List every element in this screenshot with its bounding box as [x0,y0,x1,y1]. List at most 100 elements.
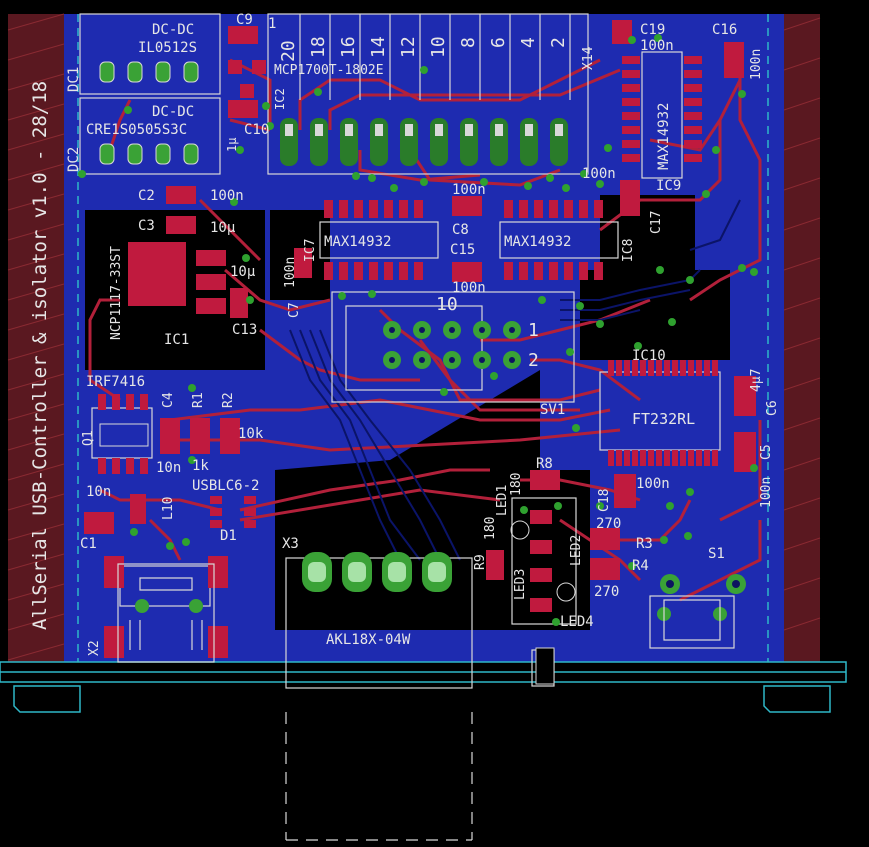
c3-ref: C3 [138,218,155,234]
x3-ref: X3 [282,536,299,552]
ic9-ref: IC9 [656,178,681,194]
r2-ref: R2 [221,392,236,408]
c13-val: 10μ [230,264,256,280]
c19-ref: C19 [640,22,665,38]
through-hole-pads [99,61,746,621]
c10-ref: C10 [244,122,269,138]
q1-body [99,423,149,447]
r1-val: 1k [192,458,209,474]
r9-val: 180 [483,517,498,540]
c13-ref: C13 [232,322,257,338]
x14-pin-18: 18 [308,36,329,58]
r8-val: 180 [509,473,524,496]
sv1-pin1: 1 [528,320,539,341]
r8-ref: R8 [536,456,553,472]
bottom-traces [289,199,741,561]
ic8-part: MAX14932 [504,234,571,250]
c2-val: 100n [210,188,244,204]
ic10-ref: IC10 [632,348,666,364]
sv1-pin10: 10 [436,294,458,315]
enclosure-outline [0,14,847,713]
ic1-part: NCP1117-33ST [109,246,124,340]
left-frame-rail [7,13,65,662]
led2-ref: LED2 [569,535,584,566]
r4-val: 270 [594,584,619,600]
c8-val: 100n [452,182,486,198]
c16-val: 100n [749,49,764,80]
c10-val: 1μ [225,138,239,152]
ic1-ref: IC1 [164,332,189,348]
c6-val: 4μ7 [749,369,764,392]
c9-ref: C9 [236,12,253,28]
silkscreen-lines [79,13,735,841]
x14-pin-8: 8 [458,37,479,48]
c19-val: 100n [640,38,674,54]
c1-ref: C1 [80,536,97,552]
right-frame-rail [783,14,821,662]
c1-val: 10n [86,484,111,500]
dc2-part: CRE1S0505S3C [86,122,187,138]
d1-part: USBLC6-2 [192,478,259,494]
c5-val: 100n [759,477,774,508]
s1-ref: S1 [708,546,725,562]
c4-val: 10n [156,460,181,476]
usb-connector-outline [117,563,721,663]
x14-pin-20: 20 [278,40,299,62]
x14-pin-2: 2 [548,37,569,48]
c17-ref: C17 [649,211,664,234]
dc2-ref: DC2 [66,147,82,172]
ic2-part: MCP1700T-1802E [274,63,384,78]
c17-val: 100n [582,166,616,182]
r3-val: 270 [596,516,621,532]
x14-pin-14: 14 [368,36,389,58]
silkscreen-labels: AllSerial USB-Controller & isolator v1.0… [29,12,780,656]
ic7-ref: IC7 [303,239,318,262]
x14-ref: X14 [581,46,596,70]
dc1-head: DC-DC [152,22,194,38]
ic2-ref: IC2 [273,88,287,110]
q1-part: IRF7416 [86,374,145,390]
dc2-head: DC-DC [152,104,194,120]
c5-ref: C5 [759,444,774,460]
x14-pin-12: 12 [398,36,419,58]
x14-pin1: 1 [268,16,276,32]
x14-pin-10: 10 [428,36,449,58]
dc1-part: IL0512S [138,40,197,56]
r9-ref: R9 [473,554,488,570]
x14-pin-4: 4 [518,37,539,48]
c3-val: 10μ [210,220,236,236]
vias [78,34,758,626]
ic8-ref: IC8 [621,239,636,262]
c18-val: 100n [636,476,670,492]
smd-pads [84,20,756,658]
c15-ref: C15 [450,242,475,258]
r1-ref: R1 [191,392,206,408]
led4-ref: LED4 [560,614,594,630]
sv1-ref: SV1 [540,402,565,418]
x3-part: AKL18X-04W [326,632,411,648]
led-standoff [535,647,555,685]
ic9-part: MAX14932 [656,103,672,170]
board-title: AllSerial USB-Controller & isolator v1.0… [29,81,51,630]
ic7-part: MAX14932 [324,234,391,250]
x14-pin-6: 6 [488,37,509,48]
x14-pin-labels: 20 18 16 14 12 10 8 6 4 2 [278,36,569,62]
c4-ref: C4 [161,392,176,408]
sv1-pin2: 2 [528,350,539,371]
x2-ref: X2 [87,640,102,656]
r2-val: 10k [238,426,264,442]
c8-ref: C8 [452,222,469,238]
l10-ref: L10 [161,497,176,520]
dc1-ref: DC1 [66,67,82,92]
c6-ref: C6 [765,400,780,416]
r4-ref: R4 [632,558,649,574]
r3-ref: R3 [636,536,653,552]
c2-ref: C2 [138,188,155,204]
d1-ref: D1 [220,528,237,544]
c7-ref: C7 [287,302,302,318]
x14-pin-16: 16 [338,36,359,58]
c16-ref: C16 [712,22,737,38]
ic10-part: FT232RL [632,410,695,428]
c18-ref: C18 [597,489,612,512]
